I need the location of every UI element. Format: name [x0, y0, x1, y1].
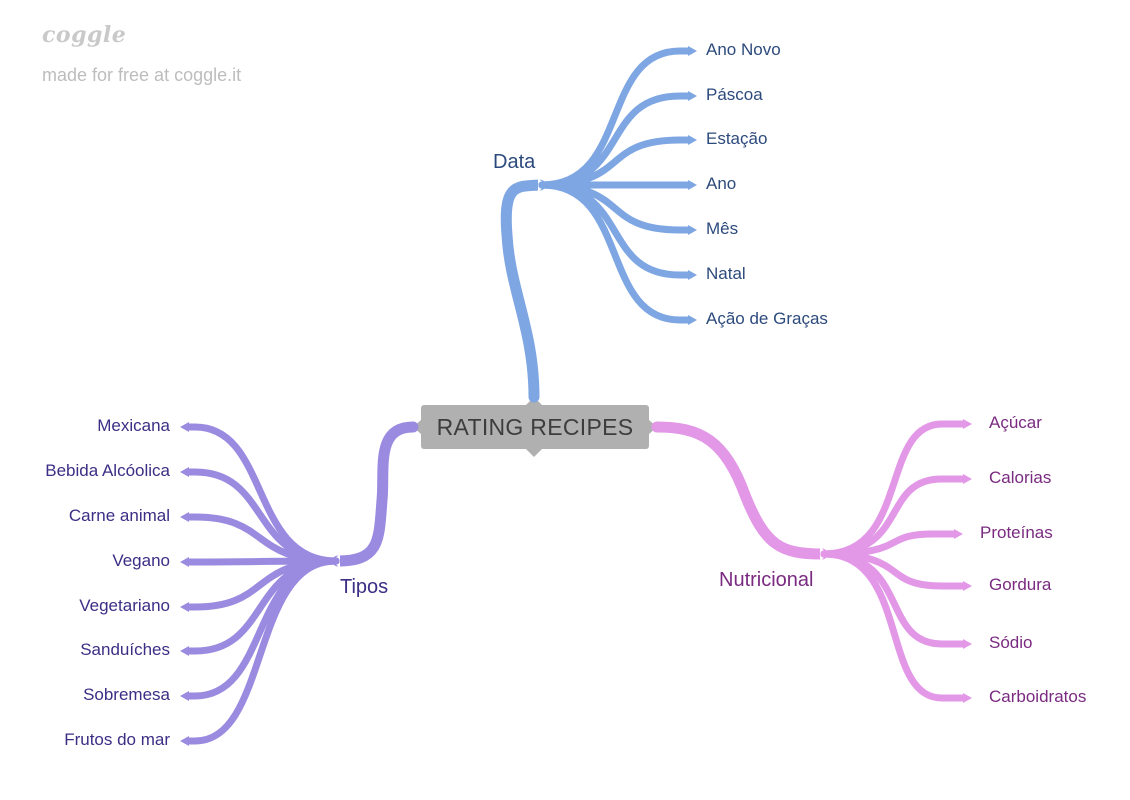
arrow-data-2: [688, 135, 697, 145]
arrow-data-5: [688, 270, 697, 280]
arrow-nutricional-3: [963, 581, 972, 591]
connector-tipos-7: [184, 557, 340, 745]
connector-root-to-nutricional: [651, 421, 828, 560]
root-notch-bottom: [526, 449, 542, 457]
leaf-tipos-item[interactable]: Bebida Alcóolica: [45, 461, 170, 480]
leaf-data-item[interactable]: Estação: [706, 129, 768, 148]
arrow-data-3: [688, 180, 697, 190]
leaf-nutricional-item[interactable]: Gordura: [989, 575, 1052, 594]
root-node[interactable]: RATING RECIPES: [421, 405, 649, 449]
branch-label-tipos[interactable]: Tipos: [340, 576, 389, 598]
arrow-nutricional-5: [963, 693, 972, 703]
coggle-logo: coggle: [42, 22, 127, 48]
leaf-tipos-item[interactable]: Vegano: [112, 551, 170, 570]
leaf-tipos-item[interactable]: Vegetariano: [79, 596, 170, 615]
arrow-tipos-6: [180, 691, 189, 701]
leaf-tipos-item[interactable]: Frutos do mar: [64, 730, 170, 749]
leaf-tipos-item[interactable]: Mexicana: [97, 416, 170, 435]
leaf-data-item[interactable]: Natal: [706, 264, 746, 283]
leaf-nutricional-item[interactable]: Açúcar: [989, 413, 1042, 432]
leaf-tipos-item[interactable]: Sanduíches: [80, 640, 170, 659]
arrow-tipos-7: [180, 736, 189, 746]
arrow-tipos-4: [180, 602, 189, 612]
root-node-label: RATING RECIPES: [436, 413, 634, 440]
leaf-nutricional-item[interactable]: Proteínas: [980, 523, 1053, 542]
leaf-data-item[interactable]: Ano: [706, 174, 737, 193]
branch-label-data[interactable]: Data: [493, 151, 536, 173]
arrow-data-1: [688, 91, 697, 101]
arrow-nutricional-2: [954, 529, 963, 539]
leaf-nutricional-item[interactable]: Calorias: [989, 468, 1052, 487]
leaf-nutricional-item[interactable]: Sódio: [989, 633, 1033, 652]
connector-nutricional-5: [820, 550, 968, 702]
arrow-tipos-1: [180, 467, 189, 477]
arrow-nutricional-1: [963, 474, 972, 484]
arrow-tipos-3: [180, 557, 189, 567]
leaf-tipos-item[interactable]: Carne animal: [68, 506, 170, 525]
arrow-tipos-5: [180, 646, 189, 656]
arrow-nutricional-4: [963, 639, 972, 649]
leaf-data-item[interactable]: Páscoa: [706, 85, 763, 104]
arrow-data-0: [688, 46, 697, 56]
connector-data-6: [538, 181, 694, 324]
connector-root-to-data: [500, 179, 546, 403]
leaf-data-item[interactable]: Mês: [706, 219, 739, 238]
branch-label-nutricional[interactable]: Nutricional: [719, 569, 814, 591]
arrow-tipos-2: [180, 512, 189, 522]
leaf-data-item[interactable]: Ação de Graças: [706, 309, 828, 328]
leaf-data-item[interactable]: Ano Novo: [706, 40, 781, 59]
leaf-tipos-item[interactable]: Sobremesa: [83, 685, 170, 704]
connector-root-to-tipos: [332, 421, 419, 567]
arrow-data-6: [688, 315, 697, 325]
leaf-nutricional-item[interactable]: Carboidratos: [989, 687, 1087, 706]
watermark-tagline: made for free at coggle.it: [42, 65, 242, 85]
connector-nutricional-2: [820, 530, 959, 558]
arrow-tipos-0: [180, 422, 189, 432]
arrow-nutricional-0: [963, 419, 972, 429]
arrow-data-4: [688, 225, 697, 235]
